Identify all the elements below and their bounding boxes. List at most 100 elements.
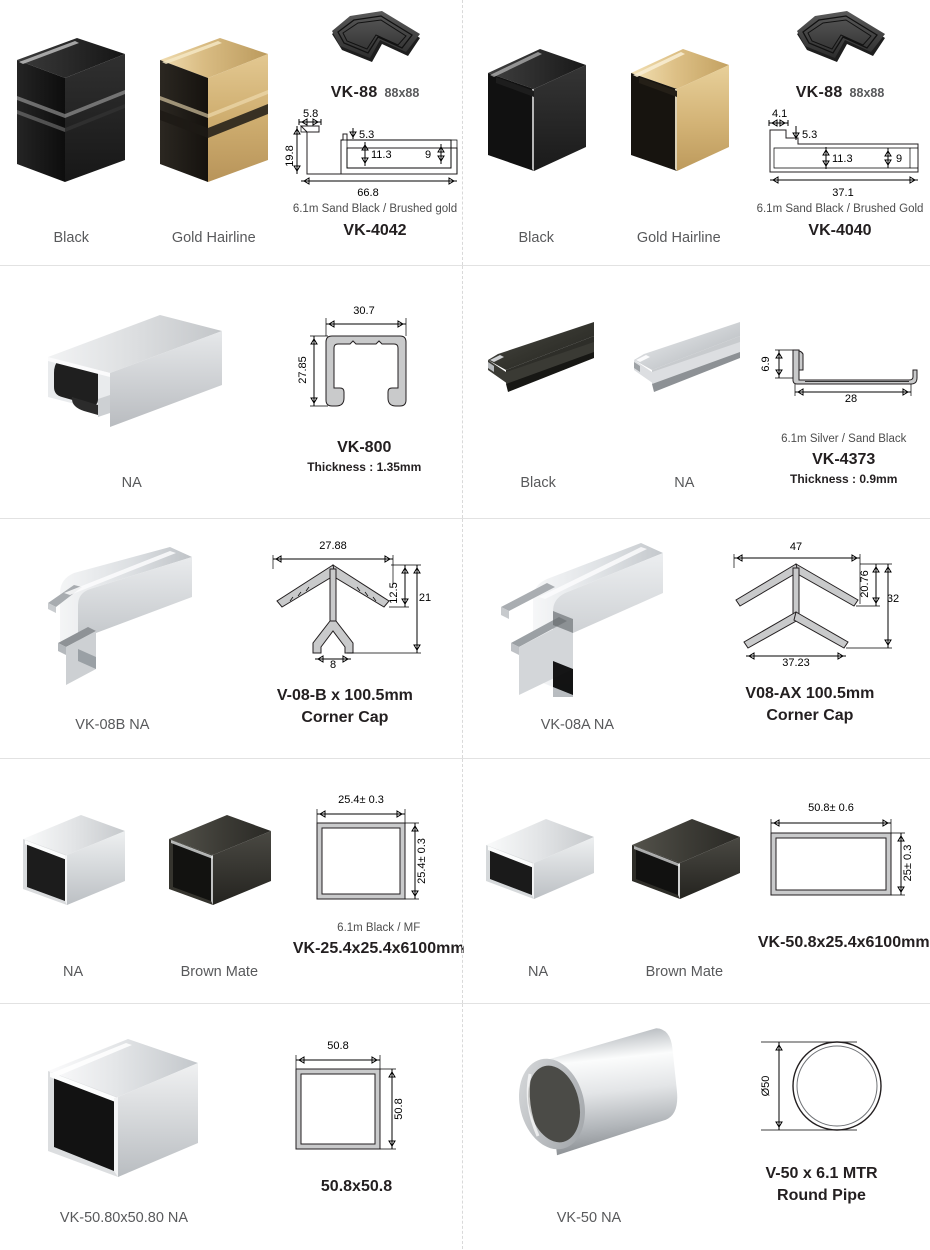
product-card-vk-800: NA 30.7 — [0, 266, 465, 518]
technical-drawing-vk-4040: 4.1 5.3 11.3 — [750, 108, 930, 200]
technical-drawing-50-8x50-8: 50.8 50.8 — [282, 1035, 432, 1155]
spec-cell-vk-4040: VK-88 88x88 4.1 — [750, 0, 930, 265]
dim-11-3: 11.3 — [371, 149, 392, 161]
finish-cell-vk-50-80: VK-50.80x50.80 NA — [0, 1004, 248, 1249]
technical-drawing-vk-4042: 5.8 19.8 5.3 — [285, 108, 465, 200]
finish-label: NA — [528, 963, 549, 980]
column-divider — [462, 759, 463, 1003]
product-code: VK-50.8x25.4x6100mm — [757, 934, 930, 951]
dim-width: 50.8 — [327, 1040, 348, 1052]
finish-cell-black: Black — [465, 0, 608, 265]
finish-label: Gold Hairline — [636, 229, 721, 246]
product-card-vk-4042: Black — [0, 0, 465, 265]
product-card-vk-4040: Black — [465, 0, 930, 265]
dim-47: 47 — [790, 541, 802, 553]
technical-drawing-v08-ax: 47 — [720, 538, 900, 668]
connector-code: VK-88 — [795, 84, 843, 102]
profile-photo-gold — [608, 0, 751, 229]
thickness-label: Thickness : 1.35mm — [307, 459, 422, 474]
connector-size: 88x88 — [384, 86, 420, 101]
spec-cell-50-8x50-8: 50.8 50.8 — [248, 1004, 465, 1249]
finish-cell-na: NA — [0, 266, 264, 518]
spec-line: 6.1m Silver / Sand Black — [781, 433, 907, 445]
dim-20-76: 20.76 — [859, 570, 871, 598]
product-code: V-08-B x 100.5mm — [276, 687, 413, 704]
finish-label: VK-50 NA — [556, 1209, 622, 1226]
tube-photo-brown-mate — [611, 759, 757, 963]
dim-12-5: 12.5 — [388, 582, 400, 603]
dim-width: 50.8± 0.6 — [808, 802, 854, 814]
product-code-line-2: Round Pipe — [777, 1186, 866, 1204]
finish-cell-gold-hairline: Gold Hairline — [608, 0, 751, 265]
finish-cell-brown-mate: Brown Mate — [146, 759, 292, 1003]
dim-5-8: 5.8 — [303, 108, 318, 120]
technical-drawing-vk-4373: 6.9 28 — [759, 340, 929, 410]
finish-label: Brown Mate — [180, 963, 259, 980]
product-row-5: VK-50.80x50.80 NA 50.8 — [0, 1004, 930, 1249]
product-code-line-2: Corner Cap — [766, 706, 854, 724]
column-divider — [462, 519, 463, 758]
finish-cell-vk-08b: VK-08B NA — [0, 519, 225, 758]
spec-line: 6.1m Sand Black / Brushed gold — [292, 203, 458, 216]
finish-label: VK-08B NA — [75, 716, 150, 733]
spec-cell-v-08-b: 27.88 — [225, 519, 465, 758]
product-code: V08-AX 100.5mm — [745, 684, 875, 702]
spec-cell-vk-4373: 6.9 28 — [757, 266, 930, 518]
technical-drawing-v-08-b: 27.88 — [255, 535, 435, 670]
dim-37-23: 37.23 — [782, 657, 810, 668]
product-card-vk-50-8x25-4: NA Brown — [465, 759, 930, 1003]
product-row-4: NA — [0, 759, 930, 1004]
profile-photo-corner-a — [465, 519, 690, 716]
dim-5-3: 5.3 — [802, 129, 817, 141]
thickness-label: Thickness : 0.9mm — [790, 472, 898, 487]
technical-drawing-vk-800: 30.7 27.85 — [284, 296, 444, 426]
column-divider — [462, 0, 463, 265]
profile-photo-black — [465, 266, 611, 474]
product-row-1: Black — [0, 0, 930, 266]
dim-27-88: 27.88 — [319, 540, 347, 552]
finish-cell-black: Black — [465, 266, 611, 518]
profile-photo-na — [611, 266, 757, 474]
product-card-v-08-b: VK-08B NA 27.88 — [0, 519, 465, 758]
column-divider — [462, 1004, 463, 1249]
product-code-line-2: Corner Cap — [301, 709, 389, 726]
dim-28: 28 — [845, 393, 857, 405]
connector-vk-88: VK-88 88x88 — [785, 10, 895, 102]
profile-photo-gold — [143, 0, 286, 229]
product-card-50-8x50-8: VK-50.80x50.80 NA 50.8 — [0, 1004, 465, 1249]
column-divider — [462, 266, 463, 518]
profile-photo-na — [0, 266, 264, 474]
tube-photo-brown-mate — [146, 759, 292, 963]
product-card-vk-4373: Black — [465, 266, 930, 518]
finish-label: Black — [520, 474, 556, 491]
pipe-photo-round — [465, 1004, 713, 1209]
product-card-vk-25-4: NA — [0, 759, 465, 1003]
technical-drawing-vk-50-8x25-4: 50.8± 0.6 25± 0.3 — [761, 795, 926, 905]
spec-cell-v-50: Ø50 V-50 x 6.1 MTR Round Pipe — [713, 1004, 930, 1249]
finish-label: NA — [63, 963, 84, 980]
tube-photo-na — [465, 759, 611, 963]
corner-connector-icon — [332, 11, 420, 63]
spec-cell-vk-50-8x25-4: 50.8± 0.6 25± 0.3 — [757, 759, 930, 1003]
finish-cell-na: NA — [0, 759, 146, 1003]
product-card-v-50-round-pipe: VK-50 NA Ø50 — [465, 1004, 930, 1249]
product-row-2: NA 30.7 — [0, 266, 930, 519]
profile-photo-corner-b — [0, 519, 225, 716]
spec-cell-v08-ax: 47 — [690, 519, 930, 758]
spec-cell-vk-4042: VK-88 88x88 — [285, 0, 465, 265]
tube-photo-square — [0, 1004, 248, 1209]
technical-drawing-v-50: Ø50 — [747, 1026, 897, 1146]
dim-9: 9 — [425, 149, 431, 161]
product-row-3: VK-08B NA 27.88 — [0, 519, 930, 759]
dim-height: 50.8 — [393, 1098, 405, 1119]
product-code: VK-4040 — [808, 221, 872, 239]
finish-label: NA — [674, 474, 695, 491]
finish-cell-na: NA — [465, 759, 611, 1003]
dim-diameter: Ø50 — [760, 1075, 772, 1096]
finish-label: NA — [121, 474, 142, 491]
product-code: 50.8x50.8 — [320, 1177, 393, 1195]
dim-6-9: 6.9 — [760, 356, 772, 371]
finish-cell-brown-mate: Brown Mate — [611, 759, 757, 1003]
product-code: VK-800 — [337, 438, 392, 456]
finish-label: Black — [518, 229, 554, 246]
